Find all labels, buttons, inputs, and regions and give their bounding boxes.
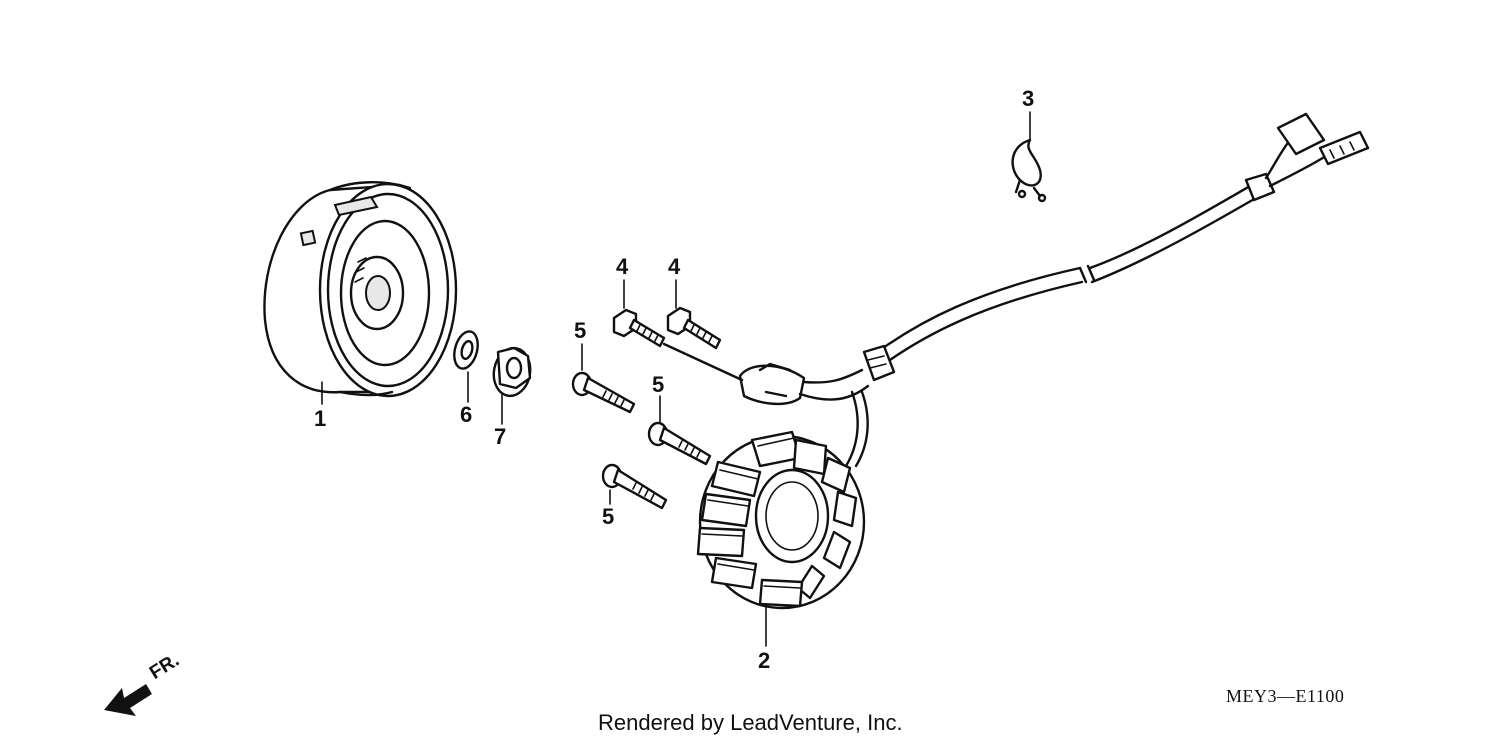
callout-2: 2 [758, 648, 771, 673]
callout-1: 1 [314, 406, 327, 431]
callout-6: 6 [460, 402, 473, 427]
leader-lines [321, 111, 1031, 647]
bolt-5c-part [601, 463, 668, 510]
bolt-5b-part [647, 421, 712, 466]
stator-part [696, 430, 866, 610]
callout-7: 7 [494, 424, 507, 449]
bolt-5a-part [571, 371, 636, 414]
callout-4a: 4 [616, 254, 629, 279]
callout-5c: 5 [602, 504, 615, 529]
diagram-code: MEY3—E1100 [1226, 686, 1345, 706]
callout-5b: 5 [652, 372, 665, 397]
wire-clip-part [1011, 138, 1047, 203]
callout-3: 3 [1022, 86, 1035, 111]
callout-4b: 4 [668, 254, 681, 279]
front-direction-arrow-icon [104, 684, 152, 716]
flywheel-rotor-part [263, 181, 458, 398]
render-credit: Rendered by LeadVenture, Inc. [598, 710, 903, 735]
bolt-4a-part [612, 308, 666, 348]
washer-part [453, 330, 479, 370]
flange-nut-part [492, 346, 532, 398]
bolt-4b-part [666, 306, 722, 350]
wire-harness-part [662, 112, 1370, 468]
callout-5a: 5 [574, 318, 587, 343]
